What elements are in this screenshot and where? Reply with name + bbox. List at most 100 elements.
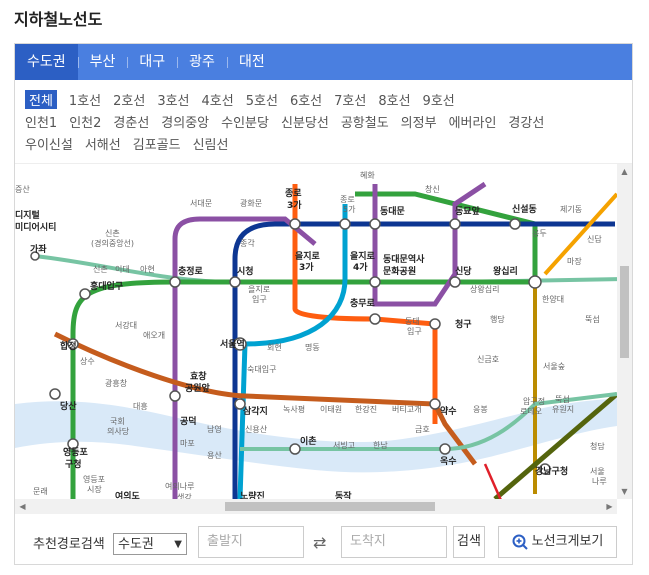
svg-text:합정: 합정 xyxy=(60,340,77,352)
line-filter-item-r2-0[interactable]: 인천1 xyxy=(25,115,58,131)
svg-text:한남: 한남 xyxy=(373,441,388,450)
svg-text:공덕: 공덕 xyxy=(180,416,197,427)
route-search-bar: 추천경로검색 수도권 ▼ 출발지 ⇄ 도착지 검색 노선크게보기 xyxy=(15,522,632,558)
region-tabs: 수도권 부산 대구 광주 대전 xyxy=(15,44,632,80)
line-filter-item-r1-4[interactable]: 4호선 xyxy=(201,93,234,109)
line-filter-item-r1-0[interactable]: 전체 xyxy=(25,89,57,109)
line-filter-item-r1-8[interactable]: 8호선 xyxy=(378,93,411,109)
search-button[interactable]: 검색 xyxy=(453,526,485,558)
station-markers xyxy=(30,218,551,475)
svg-text:옥수: 옥수 xyxy=(440,456,457,467)
line-5 xyxy=(172,216,317,499)
line-suin xyxy=(543,192,617,276)
svg-text:서울: 서울 xyxy=(590,467,605,476)
svg-text:혜화: 혜화 xyxy=(360,171,375,180)
region-select[interactable]: 수도권 ▼ xyxy=(113,533,187,555)
svg-text:증산: 증산 xyxy=(15,184,30,194)
line-filter-item-r3-1[interactable]: 서해선 xyxy=(84,137,121,153)
zoom-in-icon xyxy=(512,534,528,550)
origin-input[interactable]: 출발지 xyxy=(198,526,304,558)
vertical-scroll-thumb[interactable] xyxy=(620,266,629,358)
svg-text:대흥: 대흥 xyxy=(133,401,148,411)
scroll-right-icon[interactable]: ▶ xyxy=(606,502,613,511)
line-filter-item-r1-7[interactable]: 7호선 xyxy=(334,93,367,109)
line-filter-item-r2-9[interactable]: 경강선 xyxy=(508,115,545,131)
svg-text:미디어시티: 미디어시티 xyxy=(15,221,56,233)
line-filter-item-r1-5[interactable]: 5호선 xyxy=(245,93,278,109)
svg-text:당산: 당산 xyxy=(60,400,77,412)
subway-map-panel: 수도권 부산 대구 광주 대전 전체 1호선 2호선 3호선 4호선 5호선 6호선 7호선 8… xyxy=(14,43,633,565)
svg-text:동작: 동작 xyxy=(335,491,352,499)
swap-arrows-icon[interactable]: ⇄ xyxy=(313,533,327,552)
svg-text:홍대입구: 홍대입구 xyxy=(90,280,123,292)
svg-text:애오개: 애오개 xyxy=(143,330,165,340)
line-filter-item-r3-2[interactable]: 김포골드 xyxy=(132,137,181,153)
line-2 xyxy=(70,191,538,499)
svg-text:한양대: 한양대 xyxy=(542,295,564,304)
map-vertical-scrollbar[interactable]: ▲ ▼ xyxy=(617,164,632,499)
svg-text:약수: 약수 xyxy=(440,405,457,417)
svg-text:샛강: 샛강 xyxy=(177,492,192,499)
line-filter-item-r2-7[interactable]: 의정부 xyxy=(400,115,437,131)
svg-text:동대문: 동대문 xyxy=(380,205,405,217)
svg-text:의사당: 의사당 xyxy=(107,426,130,436)
line-filter-item-r2-2[interactable]: 경춘선 xyxy=(113,115,150,131)
horizontal-scroll-thumb[interactable] xyxy=(225,502,435,511)
tab-daejeon[interactable]: 대전 xyxy=(226,44,277,80)
svg-text:종각: 종각 xyxy=(240,238,255,248)
svg-text:행당: 행당 xyxy=(490,314,505,324)
svg-text:서울역: 서울역 xyxy=(220,338,245,350)
map-horizontal-scrollbar[interactable]: ◀ ▶ xyxy=(15,499,617,514)
line-filter-item-r1-6[interactable]: 6호선 xyxy=(289,93,323,109)
svg-text:이태원: 이태원 xyxy=(320,404,342,414)
scroll-left-icon[interactable]: ◀ xyxy=(19,502,26,511)
line-filter-item-r1-2[interactable]: 2호선 xyxy=(113,93,146,109)
svg-text:3가: 3가 xyxy=(287,199,302,211)
line-filter-item-r2-3[interactable]: 경의중앙 xyxy=(161,115,210,131)
line-filter-item-r2-4[interactable]: 수인분당 xyxy=(221,115,269,131)
svg-text:금호: 금호 xyxy=(415,425,430,434)
svg-text:서빙고: 서빙고 xyxy=(333,441,355,450)
scroll-down-icon[interactable]: ▼ xyxy=(621,487,628,496)
svg-text:디지털: 디지털 xyxy=(15,209,40,221)
svg-text:을지로: 을지로 xyxy=(295,250,321,262)
svg-text:종로: 종로 xyxy=(340,195,355,204)
svg-text:서대문: 서대문 xyxy=(190,199,212,208)
svg-text:뚝섬: 뚝섬 xyxy=(555,394,570,404)
line-filter-item-r2-1[interactable]: 인천2 xyxy=(69,115,102,131)
route-search-label: 추천경로검색 xyxy=(33,537,105,552)
svg-text:영등포: 영등포 xyxy=(83,474,105,484)
svg-text:문화공원: 문화공원 xyxy=(383,265,416,277)
svg-text:유원지: 유원지 xyxy=(552,405,574,414)
line-filter-item-r2-6[interactable]: 공항철도 xyxy=(340,115,389,131)
tab-seoul-metro[interactable]: 수도권 xyxy=(15,44,78,80)
svg-text:나루: 나루 xyxy=(592,477,607,486)
svg-text:서울숲: 서울숲 xyxy=(543,362,565,371)
tab-gwangju[interactable]: 광주 xyxy=(177,44,227,80)
tab-busan[interactable]: 부산 xyxy=(77,44,128,80)
line-filter-row-1: 전체 1호선 2호선 3호선 4호선 5호선 6호선 7호선 8호선 9호선 xyxy=(25,88,625,110)
line-filter-item-r2-5[interactable]: 신분당선 xyxy=(280,115,329,131)
line-filter-item-r1-9[interactable]: 9호선 xyxy=(422,93,455,109)
svg-text:을지로: 을지로 xyxy=(248,285,270,294)
svg-text:신설동: 신설동 xyxy=(512,203,537,215)
line-filter-item-r1-3[interactable]: 3호선 xyxy=(157,93,190,109)
line-filter-item-r3-3[interactable]: 신림선 xyxy=(192,137,229,153)
view-large-map-button[interactable]: 노선크게보기 xyxy=(498,526,617,558)
svg-text:뚝섬: 뚝섬 xyxy=(585,314,600,324)
destination-input[interactable]: 도착지 xyxy=(341,526,447,558)
tab-daegu[interactable]: 대구 xyxy=(127,44,177,80)
line-filter-item-r2-8[interactable]: 에버라인 xyxy=(448,115,497,131)
line-filter-item-r1-1[interactable]: 1호선 xyxy=(68,93,102,109)
red-arrow-annotation xyxy=(483,463,502,499)
svg-text:시장: 시장 xyxy=(87,484,102,494)
svg-text:입구: 입구 xyxy=(252,295,267,304)
svg-text:신촌: 신촌 xyxy=(105,229,120,238)
line-filter-item-r3-0[interactable]: 우이신설 xyxy=(25,137,73,153)
svg-text:회현: 회현 xyxy=(267,343,282,352)
line-7 xyxy=(493,392,617,499)
scroll-up-icon[interactable]: ▲ xyxy=(621,167,628,176)
